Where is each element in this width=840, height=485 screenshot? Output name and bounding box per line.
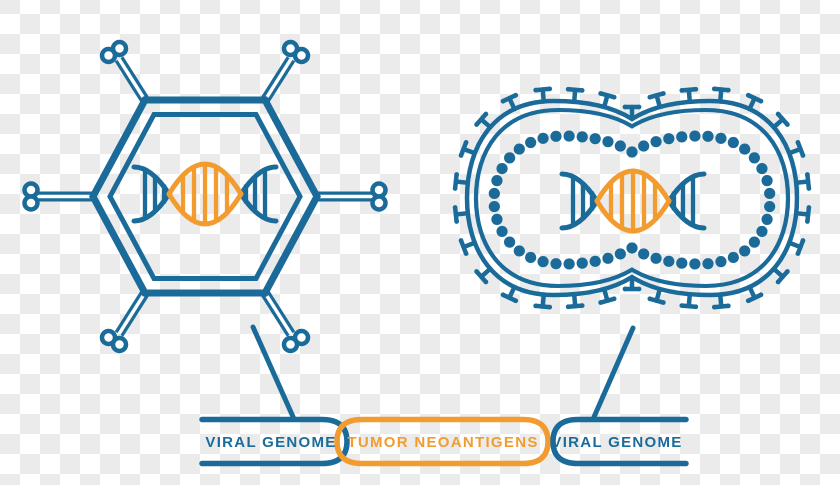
- hexagonal-virus-capsid-icon: [22, 39, 388, 354]
- viral-genome-dna-left: [134, 164, 276, 224]
- viral-genome-dna-right: [562, 171, 704, 231]
- tumor-cell-icon: [452, 86, 812, 310]
- capsid-outer-shell: [89, 96, 321, 297]
- center-pill-label: TUMOR NEOANTIGENS: [347, 434, 538, 451]
- cell-bead-ring: [488, 130, 776, 270]
- cell-outer-membrane: [464, 98, 800, 298]
- capsid-inner-shell: [107, 112, 303, 281]
- center-label-pill: [334, 416, 551, 467]
- capsid-spike-fibers: [38, 56, 372, 337]
- right-pill-label: VIRAL GENOME: [551, 434, 682, 451]
- right-label-pill: [550, 416, 689, 467]
- left-label-pill: [199, 416, 350, 467]
- connector-left-virus-to-label: [250, 324, 297, 422]
- connector-cell-to-label: [591, 325, 636, 420]
- left-pill-label: VIRAL GENOME: [205, 434, 336, 451]
- capsid-spike-knobs: [22, 39, 388, 354]
